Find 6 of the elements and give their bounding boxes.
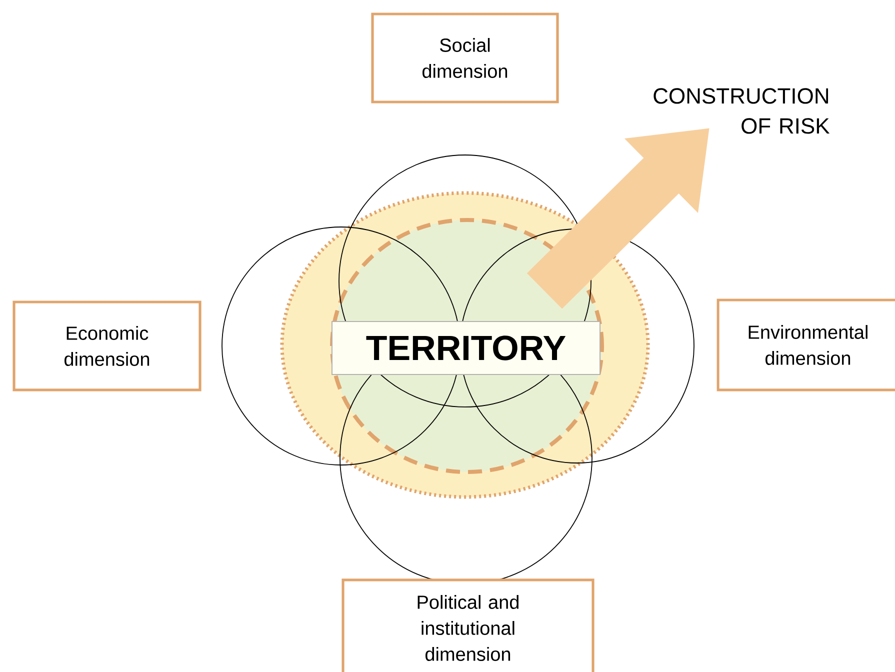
- territory-box: TERRITORY: [332, 321, 600, 375]
- heading-text: CONSTRUCTION OF RISK: [654, 88, 830, 134]
- dimension-box: Political and institutional dimension: [342, 578, 594, 672]
- dimension-box: Environmental dimension: [716, 298, 895, 392]
- dimension-box: Social dimension: [371, 12, 559, 104]
- dimension-box: Economic dimension: [12, 300, 202, 392]
